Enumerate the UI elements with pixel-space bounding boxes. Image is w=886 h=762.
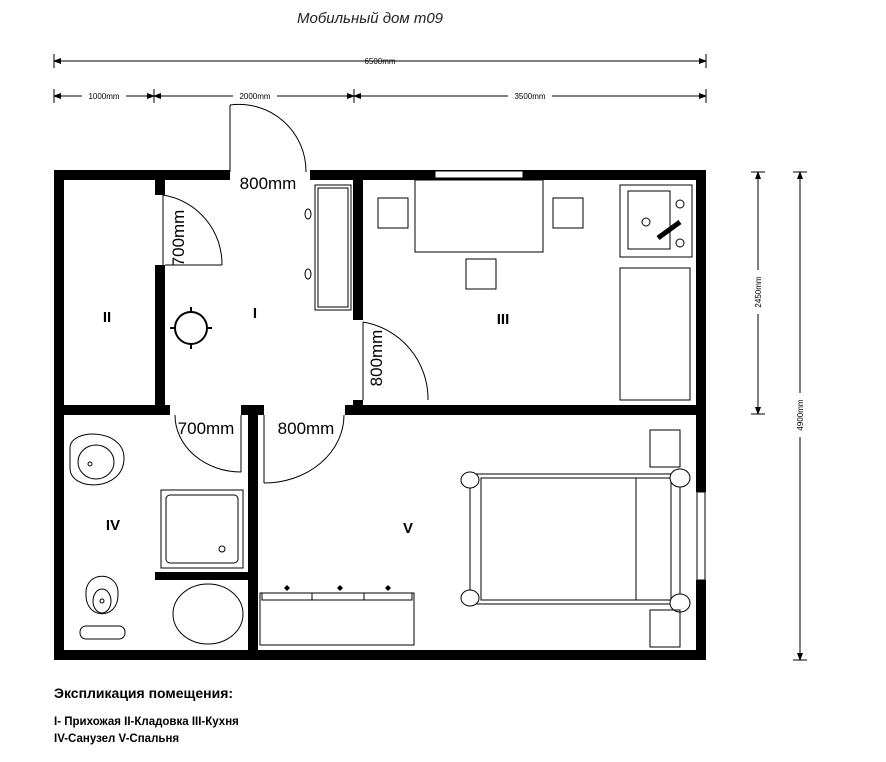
bathroom-shower (160, 489, 244, 569)
legend-line-2: IV-Санузел V-Спальня (54, 733, 180, 745)
kitchen-counter (619, 267, 691, 401)
kitchen-sink (619, 184, 693, 258)
door-kitchen-label: 800mm (367, 330, 386, 387)
kitchen-chair (377, 197, 409, 229)
room-label-v: V (403, 520, 413, 537)
dimension-segments: 1000mm 2000mm 3500mm (53, 89, 707, 103)
door-bedroom-label: 800mm (278, 419, 335, 438)
kitchen-chair (552, 197, 584, 229)
dim-segment-2-label: 2000mm (239, 92, 270, 101)
dim-segment-1-label: 1000mm (88, 92, 119, 101)
bedroom-bed (460, 468, 691, 613)
dimension-total-width: 6500mm (53, 54, 707, 68)
door-entrance (229, 103, 307, 173)
dim-height-upper-label: 2450mm (754, 276, 763, 307)
hall-round-stool (170, 307, 212, 349)
door-entrance-label: 800mm (240, 174, 297, 193)
room-label-i: I (253, 305, 257, 322)
door-storage (162, 194, 223, 266)
door-bathroom (174, 414, 242, 473)
door-storage-label: 700mm (169, 210, 188, 267)
walls (54, 170, 706, 660)
door-kitchen (362, 321, 429, 401)
hall-wardrobe (304, 184, 352, 311)
dim-height-total-label: 4900mm (796, 399, 805, 430)
room-label-iii: III (497, 311, 510, 328)
legend-heading: Экспликация помещения: (54, 685, 234, 701)
plan-title: Мобильный дом m09 (297, 10, 444, 27)
bedroom-nightstand (649, 429, 681, 468)
dimension-heights: 2450mm 4900mm (751, 171, 807, 661)
floor-plan: Мобильный дом m09 6500mm 1000mm 2000mm 3… (53, 10, 807, 661)
legend-line-1: I- Прихожая II-Кладовка III-Кухня (54, 716, 239, 728)
door-bathroom-label: 700mm (178, 419, 235, 438)
bathroom-washbasin (69, 433, 125, 486)
door-bedroom (263, 414, 345, 484)
bedroom-nightstand (649, 609, 681, 648)
bathroom-bathtub (172, 583, 244, 645)
room-label-iv: IV (106, 517, 120, 534)
dim-total-width-label: 6500mm (364, 57, 395, 66)
kitchen-table (414, 179, 544, 253)
bathroom-toilet (79, 575, 126, 640)
bedroom-dresser (259, 585, 415, 646)
room-label-ii: II (103, 309, 111, 326)
dim-segment-3-label: 3500mm (514, 92, 545, 101)
kitchen-chair (465, 258, 497, 290)
